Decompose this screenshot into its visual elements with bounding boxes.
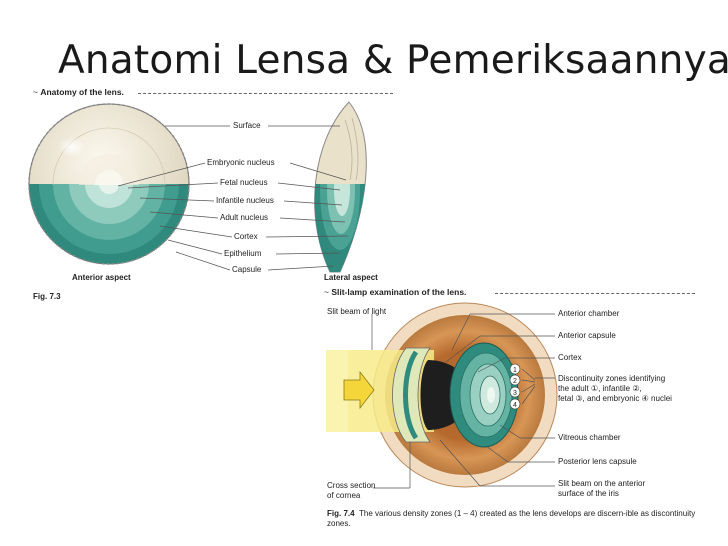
label-anterior-capsule: Anterior capsule bbox=[558, 331, 616, 341]
label-embryonic-nucleus: Embryonic nucleus bbox=[207, 158, 275, 168]
label-slit-beam-iris-2: surface of the iris bbox=[558, 489, 619, 499]
label-fetal-nucleus: Fetal nucleus bbox=[220, 178, 268, 188]
fig-7-4-label: Fig. 7.4 bbox=[327, 509, 355, 518]
fig-7-4-caption: Fig. 7.4 The various density zones (1 – … bbox=[327, 509, 717, 529]
label-discontinuity-2: the adult ①, infantile ②, bbox=[558, 384, 642, 394]
label-surface: Surface bbox=[233, 121, 261, 131]
zone-number-1: 1 bbox=[513, 367, 517, 374]
label-discontinuity-3: fetal ③, and embryonic ④ nuclei bbox=[558, 394, 672, 404]
label-posterior-lens-capsule: Posterior lens capsule bbox=[558, 457, 637, 467]
anatomy-heading: Anatomy of the lens. bbox=[33, 87, 124, 97]
zone-number-2: 2 bbox=[513, 378, 517, 385]
anterior-lens bbox=[29, 104, 189, 264]
label-anterior-chamber: Anterior chamber bbox=[558, 309, 619, 319]
fig-7-4-caption-text: The various density zones (1 – 4) create… bbox=[327, 509, 695, 528]
slit-lamp-heading: Slit-lamp examination of the lens. bbox=[324, 287, 466, 297]
lateral-lens bbox=[315, 102, 367, 272]
zone-number-3: 3 bbox=[513, 390, 517, 397]
label-cortex-slit: Cortex bbox=[558, 353, 582, 363]
label-cross-section-2: of cornea bbox=[327, 491, 360, 501]
slit-lamp-diagram bbox=[326, 303, 557, 487]
label-cross-section-1: Cross section bbox=[327, 481, 375, 491]
label-discontinuity-1: Discontinuity zones identifying bbox=[558, 374, 665, 384]
label-slit-beam-iris-1: Slit beam on the anterior bbox=[558, 479, 645, 489]
label-infantile-nucleus: Infantile nucleus bbox=[216, 196, 274, 206]
label-slit-beam-of-light: Slit beam of light bbox=[327, 307, 386, 317]
label-capsule: Capsule bbox=[232, 265, 261, 275]
zone-number-4: 4 bbox=[513, 402, 517, 409]
anterior-aspect-label: Anterior aspect bbox=[72, 273, 131, 283]
fig-7-3-label: Fig. 7.3 bbox=[33, 292, 61, 301]
slit-lamp-heading-rule bbox=[495, 293, 695, 294]
label-epithelium: Epithelium bbox=[224, 249, 261, 259]
label-vitreous-chamber: Vitreous chamber bbox=[558, 433, 621, 443]
label-cortex: Cortex bbox=[234, 232, 258, 242]
label-adult-nucleus: Adult nucleus bbox=[220, 213, 268, 223]
anatomy-heading-rule bbox=[138, 93, 393, 94]
lateral-aspect-label: Lateral aspect bbox=[324, 273, 378, 283]
